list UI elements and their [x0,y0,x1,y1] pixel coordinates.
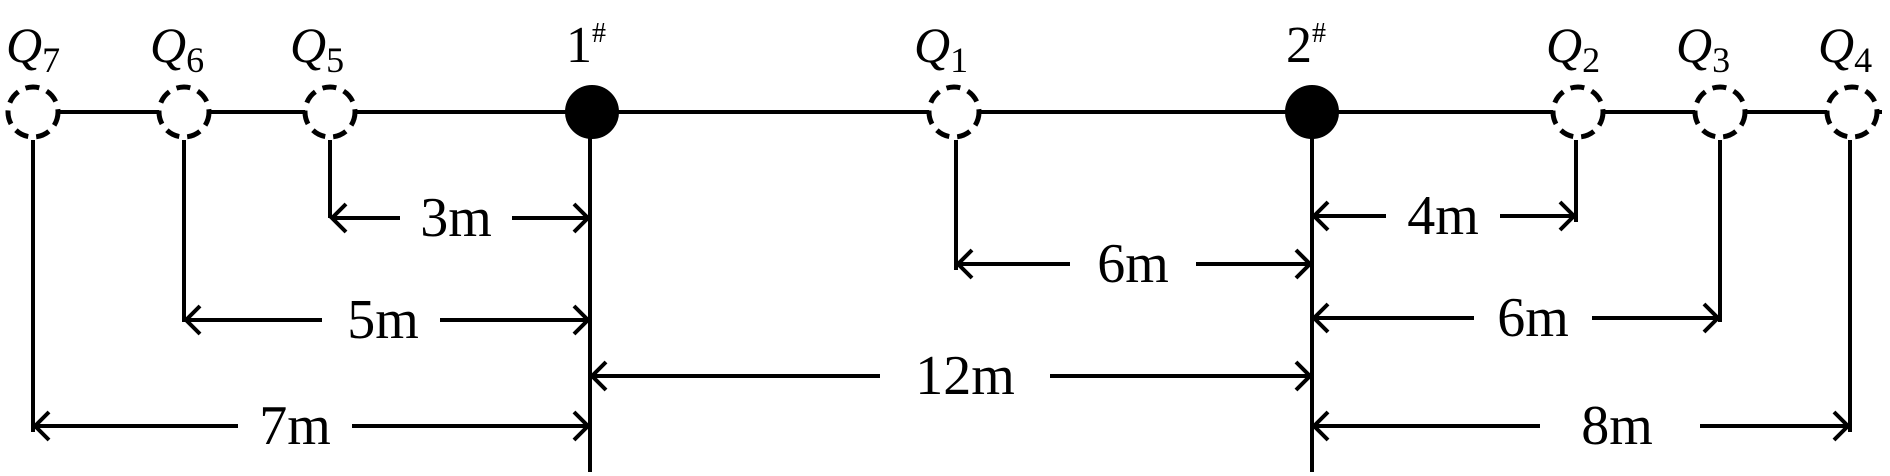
dimension-5m: 5m [183,289,591,351]
point-1-label: 1# [566,17,606,74]
dimension-4m: 4m [1311,185,1577,247]
point-q7-marker [5,84,61,140]
dimension-6m-center: 6m [955,233,1313,295]
point-q5-label: Q5 [290,17,344,80]
point-1-marker [565,85,619,139]
dimension-8m: 8m [1311,395,1851,457]
dimension-7m: 7m [32,395,591,457]
point-q2-marker [1550,84,1606,140]
point-2-label: 2# [1286,17,1326,74]
dimension-label-5m: 5m [347,289,419,351]
point-q7-label: Q7 [6,17,60,80]
dimension-label-4m: 4m [1407,185,1479,247]
point-q2-label: Q2 [1546,17,1600,80]
point-q3-label: Q3 [1676,17,1730,80]
point-q4-marker [1824,84,1880,140]
point-2-marker [1285,85,1339,139]
point-q1-marker [926,84,982,140]
point-q1-label: Q1 [914,17,968,80]
dimension-label-6m-center: 6m [1097,233,1169,295]
point-q5-marker [302,84,358,140]
point-q3-marker [1692,84,1748,140]
dimension-label-8m: 8m [1581,395,1653,457]
dimension-label-7m: 7m [259,395,331,457]
dimension-label-12m: 12m [915,345,1015,407]
dimension-3m-left: 3m [329,187,591,249]
dimension-6m-right: 6m [1311,287,1721,349]
dimension-label-6m-right: 6m [1497,287,1569,349]
dimension-label-3m: 3m [420,187,492,249]
dimension-12m: 12m [589,345,1313,407]
point-q6-marker [156,84,212,140]
point-q6-label: Q6 [150,17,204,80]
point-q4-label: Q4 [1818,17,1872,80]
